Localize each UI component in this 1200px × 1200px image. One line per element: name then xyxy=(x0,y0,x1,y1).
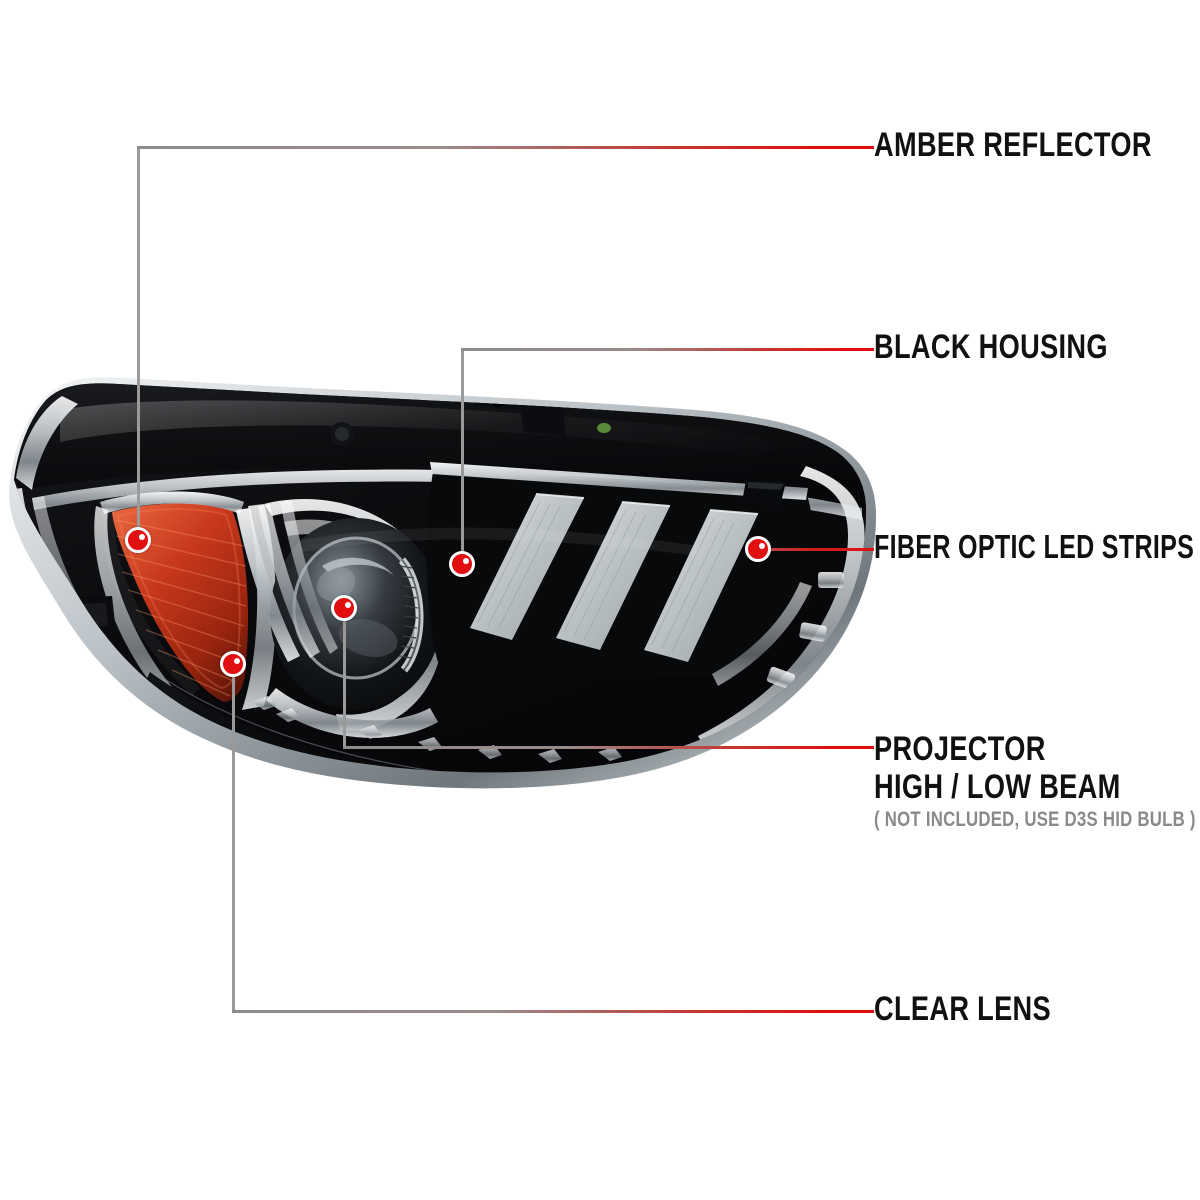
adjuster-screw xyxy=(330,422,354,446)
led-strips xyxy=(470,493,759,662)
callout-label-clear-lens: CLEAR LENS xyxy=(874,990,1051,1028)
upper-shell-sheen xyxy=(60,400,840,474)
led-strip-1 xyxy=(470,494,584,640)
projector-lens-glint-3 xyxy=(338,619,398,657)
callout-marker-clear-lens[interactable] xyxy=(220,651,246,677)
amber-bezel-top xyxy=(100,491,244,514)
amber-bezel-right xyxy=(242,504,276,710)
led-strip-region xyxy=(426,462,813,686)
callout-label-projector: PROJECTOR xyxy=(874,730,1046,768)
callout-label-black-housing: BLACK HOUSING xyxy=(874,328,1108,366)
callout-marker-fiber-optic-led-strips[interactable] xyxy=(745,536,771,562)
leader-lens-horizontal xyxy=(232,1010,874,1013)
product-image xyxy=(0,370,880,820)
vent-slot-highlight xyxy=(748,482,784,490)
leader-housing-horizontal xyxy=(461,348,874,351)
projector-lens-glint-2 xyxy=(316,567,356,601)
projector-chrome-blades xyxy=(236,500,338,662)
callout-label-fiber-optic-led-strips: FIBER OPTIC LED STRIPS xyxy=(874,528,1195,565)
led-grill-trim-right xyxy=(712,582,812,686)
led-grill-trim-top xyxy=(430,462,808,500)
callout-label-projector-beam: HIGH / LOW BEAM xyxy=(874,768,1121,806)
callout-marker-black-housing[interactable] xyxy=(449,551,475,577)
callout-sublabel-projector-bulb-note: ( NOT INCLUDED, USE D3S HID BULB ) xyxy=(874,808,1196,831)
mounting-tabs-right xyxy=(766,572,844,690)
left-lens-flange-inner xyxy=(32,496,124,674)
led-strip-2 xyxy=(556,502,670,650)
callout-label-amber-reflector: AMBER REFLECTOR xyxy=(874,126,1152,164)
projector-assembly xyxy=(236,499,444,738)
amber-bezel-left xyxy=(94,506,200,716)
led-strip-3 xyxy=(644,510,758,662)
projector-lens-glint-1 xyxy=(322,557,394,576)
callout-marker-amber-reflector[interactable] xyxy=(125,527,151,553)
green-indicator xyxy=(597,423,611,433)
amber-reflector xyxy=(112,503,249,702)
left-lens-flange-top xyxy=(16,396,78,490)
callout-marker-projector[interactable] xyxy=(331,595,357,621)
projector-lower-crescent xyxy=(266,688,438,738)
projector-ribbed-ring xyxy=(398,557,424,673)
amber-reflector-texture xyxy=(115,519,247,697)
leader-amber-horizontal xyxy=(137,146,874,149)
